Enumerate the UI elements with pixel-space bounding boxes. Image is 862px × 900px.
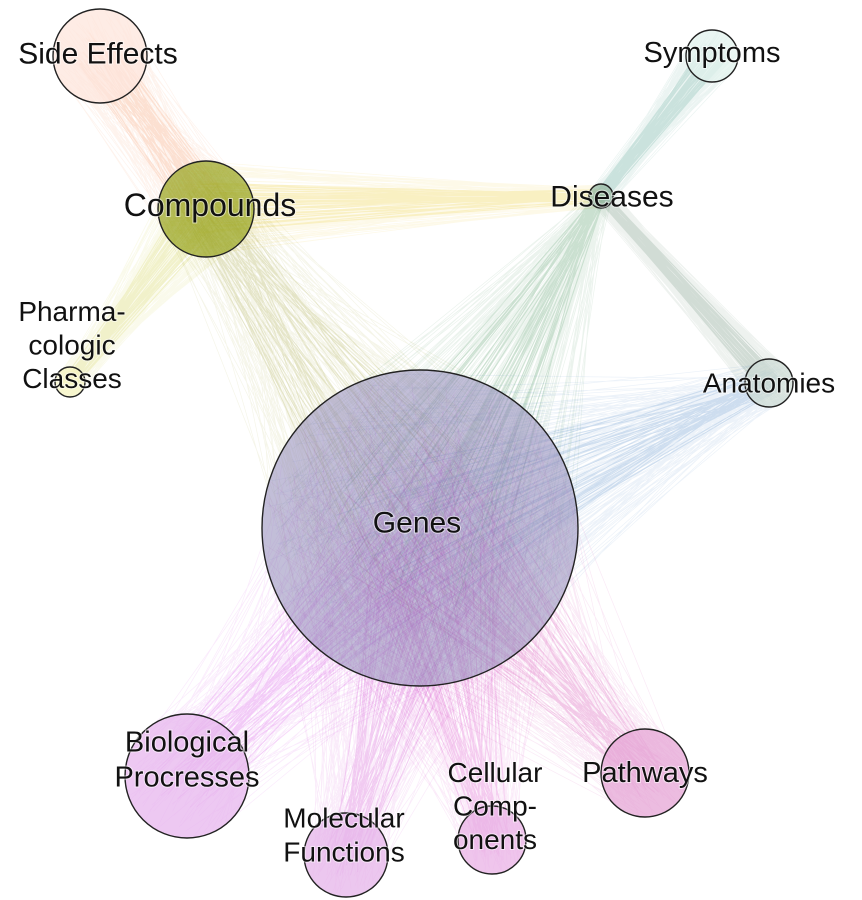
- edge-bundle-symptoms-diseases: [589, 30, 738, 208]
- edge-core-lines: [594, 42, 727, 203]
- node-diseases: [588, 183, 614, 209]
- node-label-symptoms: Symptoms: [644, 37, 781, 69]
- node-label-genes: Genes: [373, 507, 461, 540]
- node-label-anatomies: Anatomies: [703, 368, 835, 399]
- edge-core-lines: [75, 32, 231, 234]
- node-label-diseases: Diseases: [550, 181, 673, 214]
- edge-core-lines: [594, 190, 782, 395]
- node-label-compounds: Compounds: [124, 187, 297, 223]
- node-label-pathways: Pathways: [582, 757, 708, 789]
- node-pharmacologic-classes: [54, 366, 86, 398]
- node-compounds: [157, 160, 255, 258]
- edge-lines: [55, 9, 250, 257]
- edge-lines: [589, 30, 738, 208]
- node-label-pharmacologic-classes: Pharma-: [18, 296, 125, 327]
- node-label-cellular-components: Cellular: [448, 757, 543, 788]
- node-pathways: [600, 728, 690, 818]
- edge-core-lines: [335, 370, 781, 600]
- edge-bundle-side-effects-compounds: [55, 9, 250, 257]
- node-molecular-functions: [303, 812, 389, 898]
- edge-bundle-compounds-diseases: [160, 161, 613, 256]
- edge-bundle-diseases-anatomies: [588, 183, 794, 407]
- node-biological-processes: [124, 713, 250, 839]
- edge-lines: [55, 165, 253, 397]
- nodes-layer: [52, 8, 794, 898]
- node-side-effects: [52, 8, 148, 104]
- node-label-cellular-components: Comp-: [453, 791, 537, 822]
- node-genes: [261, 369, 579, 687]
- node-label-cellular-components: onents: [453, 824, 537, 855]
- edge-bundle-pharmacologic-classes-compounds: [55, 165, 253, 397]
- edge-core-lines: [193, 182, 608, 234]
- node-label-molecular-functions: Functions: [283, 836, 404, 867]
- node-cellular-components: [457, 805, 527, 875]
- node-label-molecular-functions: Molecular: [283, 803, 404, 834]
- node-label-pharmacologic-classes: Classes: [22, 363, 122, 394]
- edge-lines: [160, 161, 613, 256]
- edge-core-lines: [62, 184, 231, 390]
- node-anatomies: [744, 358, 794, 408]
- edge-core-lines: [181, 185, 497, 614]
- edges-layer: [55, 9, 794, 897]
- edge-lines: [588, 183, 794, 407]
- node-label-biological-processes: Biological: [125, 727, 249, 759]
- node-label-biological-processes: Procresses: [114, 761, 259, 793]
- node-symptoms: [685, 29, 739, 83]
- node-label-side-effects: Side Effects: [18, 38, 178, 71]
- node-label-pharmacologic-classes: cologic: [28, 330, 115, 361]
